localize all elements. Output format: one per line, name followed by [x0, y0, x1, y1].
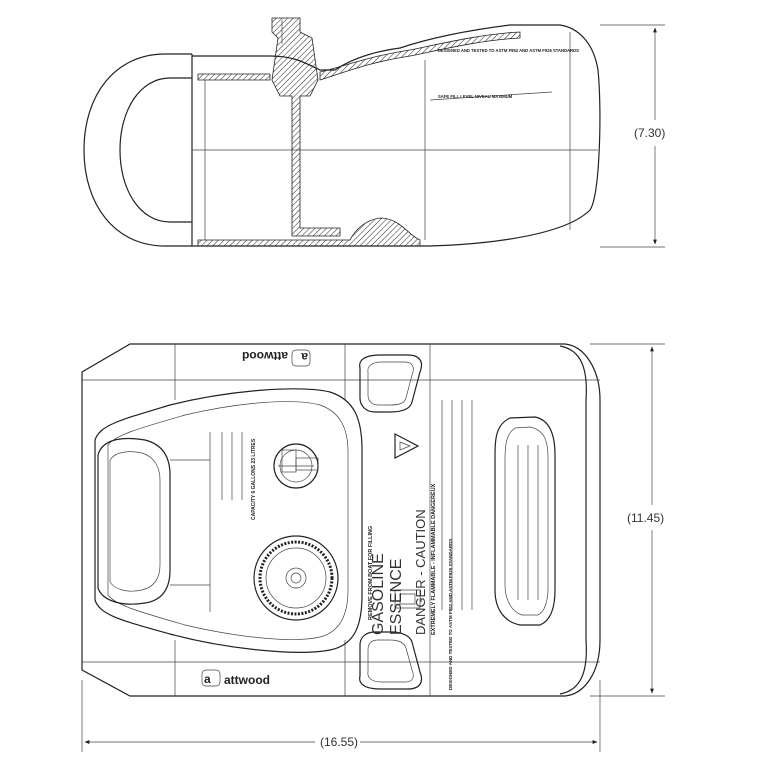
fill-cap[interactable]: [253, 535, 339, 621]
top-handle-loop: [559, 345, 587, 695]
flame-warning-icon-inner: [399, 441, 411, 451]
capacity-label: CAPACITY 6 GALLONS 23 LITRES: [251, 438, 257, 520]
top-handle-grip-inner: [504, 426, 549, 616]
side-handle-inner: [119, 77, 192, 223]
height-dimension-label: (7.30): [634, 126, 665, 140]
brand-logo-bottom: a attwood: [201, 669, 270, 687]
side-standard-label: DESIGNED AND TESTED TO ASTM F852 AND AST…: [438, 48, 579, 53]
svg-text:a: a: [204, 672, 211, 686]
length-dimension-label: (16.55): [320, 735, 358, 749]
svg-text:attwood: attwood: [242, 349, 288, 363]
vent-fitting[interactable]: [273, 443, 319, 489]
width-dimension-label: (11.45): [627, 511, 664, 525]
top-recess-inner: [107, 401, 349, 640]
top-grip-inner: [109, 451, 161, 592]
svg-text:attwood: attwood: [224, 673, 270, 687]
top-standard-label: DESIGNED AND TESTED TO ASTM F852 AND AST…: [448, 539, 453, 690]
top-recess-outer: [94, 388, 363, 653]
side-fuel-fitting: [271, 17, 341, 237]
side-view: DESIGNED AND TESTED TO ASTM F852 AND AST…: [83, 17, 601, 247]
tie-down-pocket-top-inner: [367, 361, 414, 406]
fuel-label-1: GASOLINE: [370, 553, 387, 635]
length-dimension: (16.55): [81, 680, 601, 752]
height-dimension: (7.30): [600, 24, 665, 248]
caution-text-block: [221, 400, 539, 610]
top-view: a attwood a attwood GASOLINE ESSENCE DAN…: [81, 343, 601, 697]
side-lower-wall: [197, 217, 421, 247]
side-fill-level-label: SAFE FILL LEVEL NIVEAU MAXIMUM: [438, 94, 513, 99]
top-handle-grip: [494, 416, 556, 626]
side-handle-outer: [83, 53, 192, 247]
side-upper-wall-right: [319, 31, 521, 81]
side-fill-level-line: [429, 91, 553, 101]
gas-can-icon: [394, 589, 421, 609]
flame-warning-icon: [394, 433, 420, 459]
fuel-label-2: ESSENCE: [388, 559, 405, 635]
tie-down-pocket-bottom-inner: [367, 639, 414, 683]
width-dimension: (11.45): [590, 343, 665, 697]
top-grip: [97, 437, 171, 605]
side-upper-wall: [197, 73, 271, 81]
remove-label: REMOVE FROM BOAT FOR FILLING: [368, 526, 374, 620]
warning-title: DANGER - CAUTION: [413, 509, 428, 635]
tie-down-pocket-top: [359, 354, 423, 413]
tie-down-pocket-bottom: [359, 631, 423, 690]
svg-text:a: a: [301, 350, 308, 364]
warning-sub: EXTREMELY FLAMMABLE - INFLAMMABLE DANGER…: [431, 483, 437, 635]
top-body-outline: [81, 343, 601, 697]
brand-logo-top: a attwood: [242, 349, 311, 367]
